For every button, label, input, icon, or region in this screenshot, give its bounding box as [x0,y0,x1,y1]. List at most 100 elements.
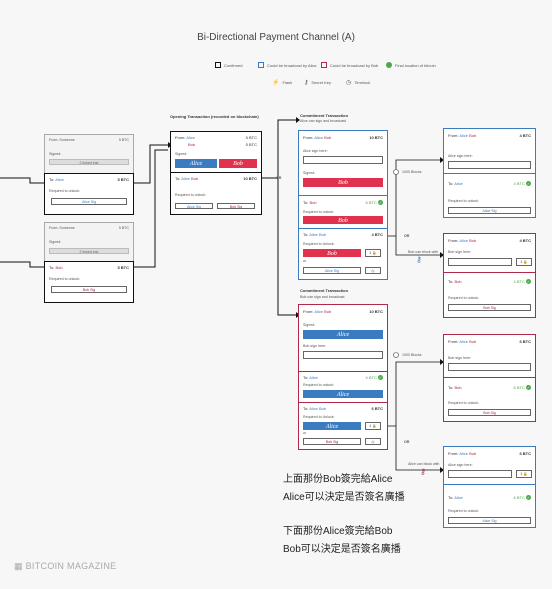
commitment-b-sub: Bob can sign and broadcast [300,295,345,299]
legend-timelock-label: Timelock [354,80,371,85]
from-name: Someone [59,138,75,142]
from-label: From: [448,133,459,138]
check-icon: ✓ [378,200,383,206]
required-label: Required to unlock: [448,401,479,405]
or-small: or [303,431,307,435]
to-name: Bob [454,385,462,390]
timelock-field: 1 🔒 [516,258,532,266]
sign-here-label: Bob sign here: [448,250,472,254]
from-label: From: [303,309,314,314]
from-label: From: [448,451,459,456]
lock-icon: 🔒 [523,260,528,264]
to-name: Bob [309,200,317,205]
to-label: To: [448,181,454,186]
to-label: To: [448,385,454,390]
from-amount: 4 BTC [519,133,531,138]
brand-icon: ▦ [14,561,23,571]
alice-sig-field: Alice Sig [51,198,127,205]
from-label: From: [175,135,186,140]
brand-text: BITCOIN MAGAZINE [25,561,117,571]
from-bob: Bob [188,142,196,147]
timelock-field: 1 🔒 [365,422,381,430]
timelock-field: 1 🔒 [365,249,381,257]
to-name: Alice [454,495,463,500]
from-alice: Alice [186,135,196,140]
from-label: From: [448,339,459,344]
from-label: From: [49,138,59,142]
sign-input[interactable] [448,470,512,478]
to-amount: 6 BTC [371,406,383,411]
timelock-field: 1 🔒 [516,470,532,478]
to-names: Alice Bob [309,232,327,237]
lock-icon: 🔒 [372,251,377,255]
to-alice: Alice [181,176,190,181]
check-icon: ✓ [526,181,531,187]
sig-field: Alice Sig [448,517,531,524]
from-amount: 4 BTC [519,238,531,243]
brand-logo: ▦ BITCOIN MAGAZINE [14,561,116,572]
legend-key: ⚷Secret Key [304,79,331,86]
legend-key-label: Secret Key [311,80,331,85]
from-amount: 10 BTC [369,135,383,140]
alice-sign-input[interactable] [303,156,383,164]
to-label: To: [303,406,309,411]
from-label: From: [303,135,314,140]
to-bob: Bob [191,176,199,181]
legend-bob-label: Could be broadcast by Bob [330,62,379,68]
from-amount: 5 BTC [118,138,129,142]
to-amount: 4 BTC [513,181,525,186]
bob-sign-input[interactable] [303,351,383,359]
to-amount: 4 BTC [371,232,383,237]
from-bob: Bob [469,451,477,456]
flash-icon: ⚡ [272,80,280,86]
flash-icon: ⚷ [416,255,422,264]
required-label: Required to Unlock: [303,242,335,246]
commitment-b-label: Commitment Transaction [300,288,349,293]
or-small: or [303,259,307,263]
alice-swatch [258,62,264,68]
bob-swatch [321,62,327,68]
required-label: Required to unlock: [49,189,80,193]
required-label: Required to unlock: [175,193,206,197]
bob-signature: Bob [219,159,257,168]
from-amount: 10 BTC [369,309,383,314]
to-amount: 6 BTC [365,200,377,205]
to-label: To: [303,232,309,237]
check-icon: ✓ [526,279,531,285]
alice-signature: Alice [303,330,383,339]
to-name: Alice [309,375,318,380]
from-bob: Bob [469,238,477,243]
timelock-value: 1 [369,424,372,428]
signed-label: Signed: [49,152,62,156]
signed-value: 2 linked inst [49,159,129,165]
from-amount: 6 BTC [519,339,531,344]
from-name: Someone [59,226,75,230]
from-alice: Alice [314,309,324,314]
alice-amount: 5 BTC [245,135,257,140]
check-icon: ✓ [526,385,531,391]
from-alice: Alice [459,339,469,344]
from-bob: Bob [324,135,332,140]
signed-label: Signed: [175,152,188,156]
from-alice: Alice [459,133,469,138]
alice-sig-field: Alice Sig [303,267,361,274]
note-line-2: Alice可以決定是否簽名廣播 [283,492,405,503]
bob-block-label: Bob can block with [408,250,438,254]
sign-input[interactable] [448,363,531,371]
commitment-a-label: Commitment Transaction [300,113,349,118]
to-label: To: [303,200,309,205]
timelock-value: 1 [520,472,523,476]
note-line-1: 上面那份Bob簽完給Alice [283,474,393,485]
alice-block-label: Alice can block with [408,462,440,466]
sign-input[interactable] [448,258,512,266]
sign-input[interactable] [448,161,531,169]
blocks-label-top: 1000 Blocks [402,170,422,174]
to-name: Alice [55,177,64,182]
